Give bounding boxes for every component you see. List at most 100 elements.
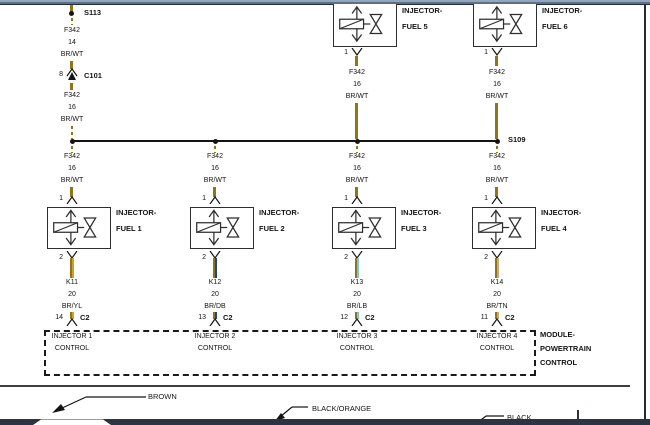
injector-coil-valve-icon: [338, 209, 382, 246]
wire-circuit-label: F342: [64, 153, 80, 160]
wire-color-label: BR/WT: [60, 51, 84, 58]
connector-c101-icon: [66, 68, 78, 80]
wire-color-label: BR/WT: [345, 177, 369, 184]
wire-color-label: BR/WT: [485, 93, 509, 100]
wire-segment: [355, 56, 358, 66]
injector-5-title2: FUEL 5: [402, 22, 428, 31]
wire-gauge-label: 16: [68, 104, 76, 111]
pcm-connector-label: C2: [505, 313, 515, 322]
injector-3-title2: FUEL 3: [401, 224, 427, 233]
pcm-function-label: INJECTOR 2: [194, 333, 236, 340]
pin-label: 1: [484, 195, 488, 202]
injector-fuel-6-box: [473, 4, 537, 47]
wire-circuit-label: K11: [66, 279, 78, 286]
wire-segment: [356, 146, 358, 153]
wire-color-label: BR/WT: [60, 177, 84, 184]
wire-color-label: BR/WT: [203, 177, 227, 184]
connector-name-label: C101: [84, 71, 102, 80]
wire-segment: [71, 126, 73, 139]
wire-circuit-label: F342: [489, 153, 505, 160]
wire-segment: [355, 103, 358, 139]
pcm-connector-label: C2: [223, 313, 233, 322]
terminal-fork-icon: [351, 48, 363, 56]
wire-color-label: BR/DB: [204, 303, 226, 310]
pin-label: 1: [344, 195, 348, 202]
bus-splice-dot: [213, 139, 218, 144]
terminal-chevron-icon: [351, 196, 363, 204]
terminal-chevron-icon: [351, 318, 363, 326]
terminal-chevron-icon: [209, 318, 221, 326]
injector-coil-valve-icon: [339, 5, 383, 43]
pin-label: 1: [344, 49, 348, 56]
pcm-module-label2: POWERTRAIN: [540, 344, 592, 353]
legend-separator: [0, 385, 630, 387]
wire-color-label: BR/WT: [485, 177, 509, 184]
pin-label: 2: [344, 254, 348, 261]
pin-label: 2: [202, 254, 206, 261]
terminal-chevron-icon: [66, 318, 78, 326]
wire-segment: [355, 312, 359, 319]
terminal-fork-icon: [491, 48, 503, 56]
wire-segment: [495, 258, 499, 278]
wire-circuit-label: F342: [349, 153, 365, 160]
injector-fuel-3-box: [332, 207, 396, 249]
wire-circuit-label: F342: [64, 92, 80, 99]
injector-2-title2: FUEL 2: [259, 224, 285, 233]
injector-coil-valve-icon: [53, 209, 97, 246]
wire-segment: [214, 146, 216, 153]
pin-label: 1: [59, 195, 63, 202]
wire-color-label: BR/TN: [486, 303, 508, 310]
bus-wire: [71, 140, 498, 142]
wire-segment: [355, 187, 358, 197]
pcm-pin-label: 11: [480, 314, 488, 321]
wire-segment: [495, 103, 498, 139]
wire-gauge-label: 16: [353, 81, 361, 88]
wire-circuit-label: K14: [490, 279, 504, 286]
wire-color-label: BR/LB: [346, 303, 368, 310]
wire-circuit-label: F342: [207, 153, 223, 160]
injector-5-title: INJECTOR-: [402, 6, 443, 15]
wire-segment: [70, 187, 73, 197]
wire-segment: [70, 258, 74, 278]
pcm-function-label: INJECTOR 4: [476, 333, 518, 340]
wire-circuit-label: F342: [64, 27, 80, 34]
terminal-chevron-icon: [66, 196, 78, 204]
wire-segment: [355, 258, 359, 278]
terminal-chevron-icon: [491, 196, 503, 204]
wire-gauge-label: 20: [68, 291, 76, 298]
wire-gauge-label: 16: [493, 81, 501, 88]
wire-segment: [70, 312, 74, 319]
window-top-bar: [0, 0, 650, 5]
page-right-border: [644, 4, 646, 425]
bottom-wire-bar: [0, 419, 650, 425]
pcm-connector-label: C2: [80, 313, 90, 322]
injector-4-title: INJECTOR-: [541, 208, 582, 217]
wire-segment: [495, 187, 498, 197]
terminal-chevron-icon: [491, 318, 503, 326]
pcm-function-label2: CONTROL: [479, 345, 515, 352]
pin-label: 2: [59, 254, 63, 261]
wire-gauge-label: 16: [68, 165, 76, 172]
pin-label: 1: [202, 195, 206, 202]
wire-segment: [70, 5, 73, 12]
pcm-module-label3: CONTROL: [540, 358, 578, 367]
wire-segment: [213, 312, 217, 319]
pcm-pin-label: 13: [198, 314, 206, 321]
wire-circuit-label: F342: [349, 69, 365, 76]
wire-color-label: BR/WT: [345, 93, 369, 100]
wire-segment: [70, 61, 73, 69]
wire-color-label: BR/WT: [60, 116, 84, 123]
wire-gauge-label: 16: [211, 165, 219, 172]
splice-label-s109: S109: [508, 135, 526, 144]
injector-coil-valve-icon: [478, 209, 522, 246]
wire-segment: [70, 83, 73, 90]
wire-segment: [71, 146, 73, 153]
injector-6-title: INJECTOR-: [542, 6, 583, 15]
wire-gauge-label: 20: [493, 291, 501, 298]
injector-3-title: INJECTOR-: [401, 208, 442, 217]
injector-coil-valve-icon: [479, 5, 523, 43]
bottom-bar-divider: [577, 410, 579, 425]
injector-1-title: INJECTOR-: [116, 208, 157, 217]
pcm-function-label: INJECTOR 1: [51, 333, 93, 340]
